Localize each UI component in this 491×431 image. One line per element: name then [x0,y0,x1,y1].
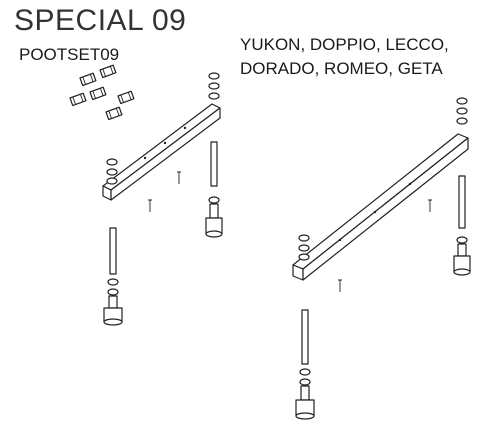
right-assembly [292,97,471,420]
adjustable-foot-icon [205,196,223,238]
screw-icon [338,199,432,292]
models-line-1: YUKON, DOPPIO, LECCO, [240,35,449,54]
adjustable-foot-icon [453,236,471,276]
screw-icon [148,171,181,212]
nut-icon [208,72,220,100]
nut-icon [106,158,118,185]
threaded-rod-icon [210,141,218,187]
product-title: SPECIAL 09 [14,4,187,37]
nut-icon [456,97,468,125]
threaded-rod-icon [109,227,117,275]
mounting-clip-icon [69,92,87,107]
models-line-2: DORADO, ROMEO, GETA [240,59,443,78]
threaded-rod-icon [301,309,309,365]
mounting-clip-icon [105,106,123,121]
mounting-clip-icon [99,64,117,79]
set-code: POOTSET09 [19,45,120,64]
nut-icon [298,234,310,261]
left-assembly [102,72,223,326]
mounting-clip-icon [117,90,135,105]
mounting-clips [69,64,135,121]
mounting-clip-icon [79,72,97,87]
threaded-rod-icon [458,175,466,229]
support-rail-icon [102,103,221,201]
adjustable-foot-icon [103,278,123,326]
support-rail-icon [292,133,469,281]
adjustable-foot-icon [295,368,315,420]
mounting-clip-icon [89,86,107,101]
compatible-models: YUKON, DOPPIO, LECCO, DORADO, ROMEO, GET… [240,33,449,81]
